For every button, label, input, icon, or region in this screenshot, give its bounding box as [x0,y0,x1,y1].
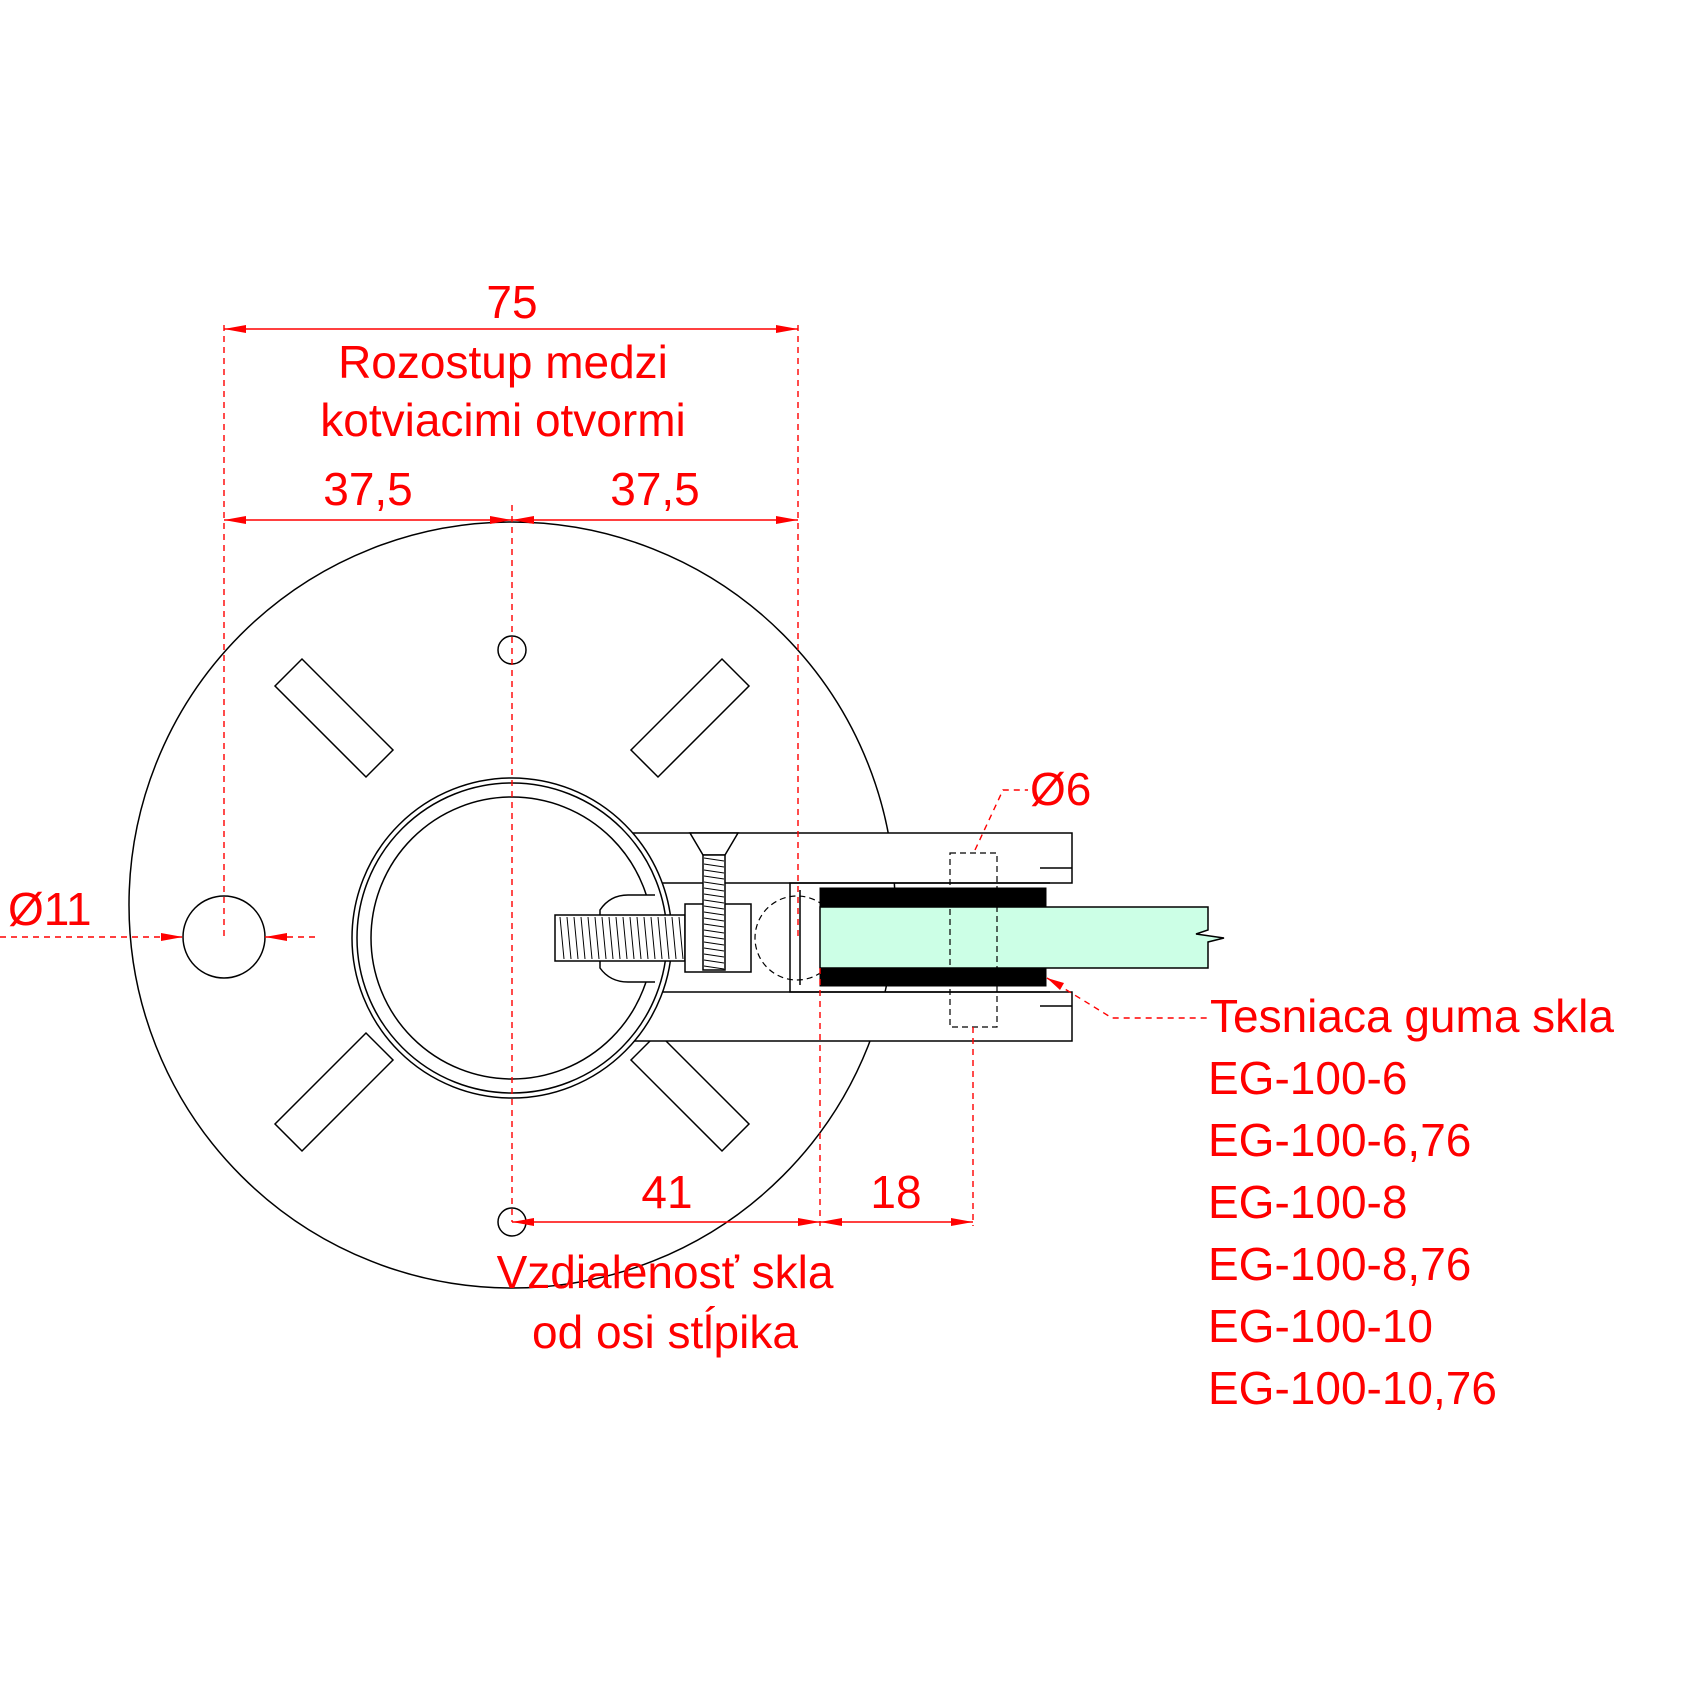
thread-line [580,916,586,960]
arrow [161,933,183,941]
thread-line [703,917,725,922]
thread-line [703,899,725,904]
thread-line [587,916,593,960]
dim-half: 37,5 37,5 [224,463,798,524]
dim-glass-distance: 41 18 Vzdialenosť skla od osi stĺpika [497,968,974,1358]
thread-line [703,959,725,964]
thread-line [678,916,684,960]
glass-distance-label: 41 [641,1166,692,1218]
thread-line [703,881,725,886]
thread-line [594,916,600,960]
dim-75-label: 75 [486,276,537,328]
gasket-code: EG-100-8 [1208,1176,1407,1228]
arrow [490,516,512,524]
thread-line [650,916,656,960]
thread-line [703,965,725,970]
thread-line [629,916,635,960]
spacing-label-line1: Rozostup medzi [338,336,668,388]
arrow [820,1218,842,1226]
thread-line [566,916,572,960]
thread-line [703,869,725,874]
thread-line [636,916,642,960]
gasket-code: EG-100-6,76 [1208,1114,1471,1166]
thread-line [703,887,725,892]
clamp-depth-label: 18 [870,1166,921,1218]
spacing-label-line2: kotviacimi otvormi [320,394,686,446]
rib-top-right [629,657,751,779]
hole-diameter-label: Ø11 [8,883,92,935]
gasket-code: EG-100-10,76 [1208,1362,1497,1414]
thread-line [657,916,663,960]
arrow [951,1218,973,1226]
thread-line [703,935,725,940]
pin-diameter-label: Ø6 [1030,763,1091,815]
thread-line [703,863,725,868]
thread-line [615,916,621,960]
dim-hole: Ø11 [0,883,315,941]
thread-line [703,947,725,952]
thread-line [643,916,649,960]
vertical-screw-shank [702,854,726,971]
arrow [512,516,534,524]
rib-bottom-left [273,1031,395,1153]
gasket-callout: Tesniaca guma skla EG-100-6 EG-100-6,76 … [1046,977,1614,1414]
thread-line [703,905,725,910]
distance-label-line2: od osi stĺpika [532,1306,798,1358]
gasket-bottom [819,967,1047,987]
screw-threads-horizontal [559,916,684,960]
gasket-top [819,887,1047,908]
dim-half-right-label: 37,5 [610,463,700,515]
thread-line [703,953,725,958]
arrow [798,1218,820,1226]
arrow [1047,978,1064,990]
thread-line [703,875,725,880]
thread-line [601,916,607,960]
rib-top-left [273,657,395,779]
arrow [224,516,246,524]
clamp-channel [789,882,1050,993]
gasket-leader [1046,977,1208,1019]
gasket-code: EG-100-8,76 [1208,1238,1471,1290]
dim-half-left-label: 37,5 [323,463,413,515]
thread-line [608,916,614,960]
dim-pin: Ø6 [974,763,1091,851]
distance-label-line1: Vzdialenosť skla [497,1246,834,1298]
thread-line [622,916,628,960]
thread-line [703,929,725,934]
thread-line [703,893,725,898]
thread-line [573,916,579,960]
dim-75: 75 Rozostup medzi kotviacimi otvormi [223,276,799,937]
gasket-title: Tesniaca guma skla [1210,990,1614,1042]
arrow [265,933,287,941]
thread-line [703,911,725,916]
clamp-top-jaw [611,832,1073,884]
thread-line [559,916,565,960]
gasket-code: EG-100-6 [1208,1052,1407,1104]
glass-panel [819,906,1225,969]
glass-assembly [819,852,1225,1028]
clamp-bottom-jaw [611,991,1073,1042]
thread-line [703,857,725,862]
gasket-code: EG-100-10 [1208,1300,1433,1352]
pin-leader [974,789,1028,851]
screw-threads-vertical [703,857,725,970]
arrow [224,325,246,333]
arrow [776,325,798,333]
arrow [776,516,798,524]
thread-line [671,916,677,960]
thread-line [703,923,725,928]
thread-line [703,941,725,946]
vertical-screw [688,832,740,971]
rib-bottom-right [629,1031,751,1153]
arrow [512,1218,534,1226]
thread-line [664,916,670,960]
